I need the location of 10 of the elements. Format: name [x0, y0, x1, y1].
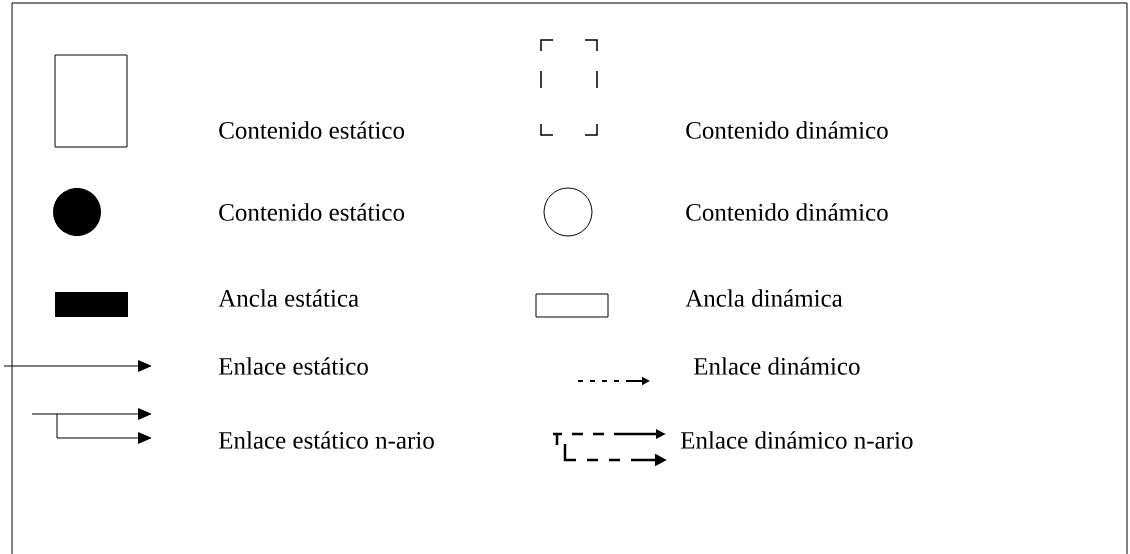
legend-label: Enlace dinámico [693, 357, 860, 375]
legend-label: Enlace estático n-ario [218, 431, 434, 449]
legend-label: Contenido estático [219, 203, 405, 221]
legend-label: Contenido dinámico [686, 203, 888, 221]
legend-label: Enlace dinámico n-ario [680, 431, 913, 449]
legend-label: Contenido estático [219, 121, 405, 139]
legend-label: Contenido dinámico [686, 121, 888, 139]
legend-label: Ancla dinámica [685, 289, 843, 307]
legend-label: Enlace estático [218, 357, 368, 375]
legend-label: Ancla estática [218, 289, 359, 307]
